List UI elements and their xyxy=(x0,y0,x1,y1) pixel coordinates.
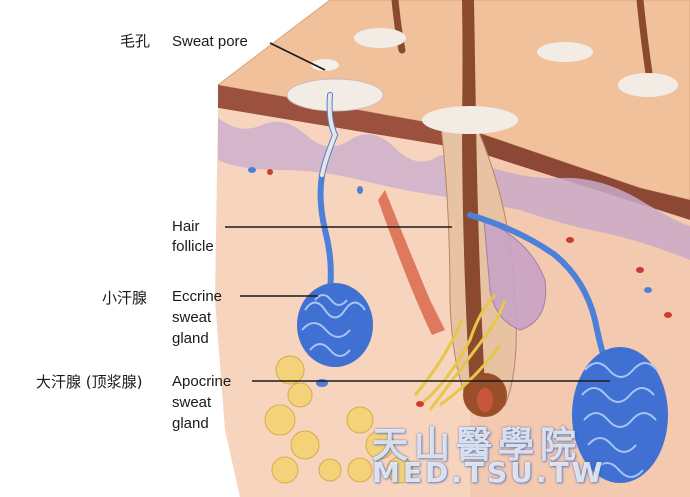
pore-4 xyxy=(537,42,593,62)
hair-papilla xyxy=(477,388,493,412)
label-hair-line1: Hair xyxy=(172,218,200,236)
label-apocrine-line3: gland xyxy=(172,415,209,433)
label-pore-en: Sweat pore xyxy=(172,33,248,51)
label-apocrine-line1: Apocrine xyxy=(172,373,231,391)
pore-3 xyxy=(354,28,406,48)
pore-1 xyxy=(287,79,383,111)
label-hair-line2: follicle xyxy=(172,238,214,256)
watermark-en: MED.TSU.TW xyxy=(372,456,606,489)
label-apocrine-zh: 大汗腺 (顶浆腺) xyxy=(36,373,142,391)
label-eccrine-zh: 小汗腺 xyxy=(102,289,147,307)
label-eccrine-line1: Eccrine xyxy=(172,288,222,306)
label-apocrine-line2: sweat xyxy=(172,394,211,412)
pore-5 xyxy=(618,73,678,97)
label-pore-zh: 毛孔 xyxy=(120,32,150,50)
pore-6 xyxy=(422,106,518,134)
label-eccrine-line2: sweat xyxy=(172,309,211,327)
label-eccrine-line3: gland xyxy=(172,330,209,348)
